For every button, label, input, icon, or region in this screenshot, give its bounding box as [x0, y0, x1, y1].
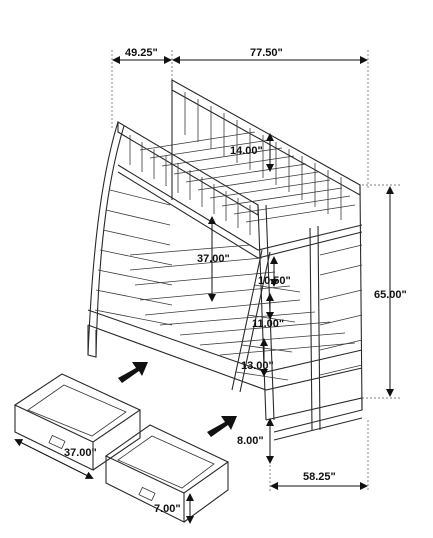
dim-top-depth: 49.25" [125, 47, 158, 59]
dim-bottom-width: 58.25" [303, 471, 336, 483]
dim-ladder-step-1: 10.50" [258, 275, 291, 287]
drawer-right [104, 424, 230, 523]
dim-total-height: 65.00" [374, 289, 407, 301]
dim-drawer-length: 37.00" [64, 447, 97, 459]
dim-drawer-clearance: 8.00" [237, 435, 264, 447]
insert-arrows [118, 362, 237, 437]
dimension-labels: 49.25" 77.50" 14.00" 37.00" 65.00" 10.50… [64, 47, 407, 515]
dim-ladder-step-3: 13.00" [241, 360, 274, 372]
dim-lower-clearance: 37.00" [197, 253, 230, 265]
dim-upper-rail-height: 14.00" [230, 145, 263, 157]
dim-top-length: 77.50" [250, 47, 283, 59]
dim-ladder-step-2: 11.00" [252, 318, 284, 330]
dimension-lines [14, 50, 400, 524]
dim-drawer-height: 7.00" [154, 503, 181, 515]
